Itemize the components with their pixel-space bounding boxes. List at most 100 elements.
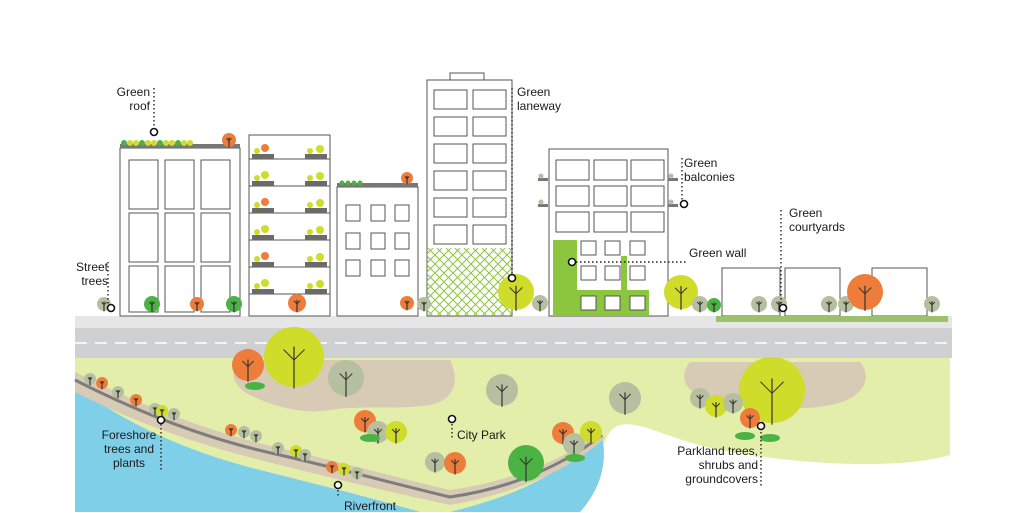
balcony-planter [538, 204, 548, 207]
tree-branch [825, 301, 830, 306]
window [630, 159, 665, 181]
planter-box [305, 262, 327, 267]
tree [130, 394, 142, 407]
tree-branch [562, 429, 568, 435]
tree-branch [674, 287, 682, 295]
plant [668, 199, 674, 205]
roof-base [337, 183, 418, 187]
roof-plant [151, 140, 157, 146]
window [433, 170, 468, 191]
window [370, 259, 386, 277]
tree-branch [391, 428, 397, 434]
window [472, 224, 507, 245]
planter-box [305, 289, 327, 294]
window [433, 197, 468, 218]
tree-branch [699, 301, 704, 306]
tree-branch [450, 459, 456, 465]
window [472, 143, 507, 164]
window [433, 224, 468, 245]
planter-box [252, 262, 274, 267]
courtyard-building-1 [721, 267, 781, 317]
tree-branch [173, 412, 177, 415]
plant [261, 144, 269, 152]
window [370, 232, 386, 250]
tree-branch [230, 428, 234, 431]
tree [508, 445, 544, 482]
window [472, 89, 507, 110]
tree-branch [101, 381, 105, 384]
window [555, 159, 590, 181]
plant [254, 229, 260, 235]
label-line: shrubs and [698, 458, 758, 472]
tree [692, 296, 708, 313]
window [555, 211, 590, 233]
tree [690, 388, 710, 409]
plant [668, 173, 674, 179]
tree-branch [345, 373, 353, 381]
window [472, 116, 507, 137]
tree-branch [619, 393, 626, 400]
roof-plant [169, 140, 175, 146]
tree [609, 382, 641, 415]
tree-branch [771, 381, 784, 394]
tree-branch [496, 385, 503, 392]
planter-box [305, 154, 327, 159]
tree [225, 424, 237, 437]
roof-plant [357, 180, 363, 186]
tree-branch [295, 449, 299, 452]
tree-branch [196, 301, 200, 306]
tree-branch [151, 301, 156, 306]
label-marker [679, 199, 689, 209]
tree-branch [89, 377, 93, 380]
plant [261, 198, 269, 206]
tree [288, 294, 306, 313]
tree-branch [331, 465, 335, 468]
label-foreshore: Foreshore trees and plants [96, 428, 162, 470]
green-laneway-lattice [427, 248, 512, 316]
label-line: trees [81, 274, 108, 288]
label-green-roof: Green roof [100, 85, 150, 113]
tree-branch [699, 395, 704, 400]
window [345, 232, 361, 250]
plant [254, 202, 260, 208]
label-line: Green [116, 85, 150, 99]
tree-branch [117, 390, 121, 393]
tree [924, 296, 940, 313]
roof-plant [175, 140, 181, 146]
label-line: roof [129, 99, 150, 113]
plant [307, 148, 313, 154]
plant [254, 148, 260, 154]
window [472, 197, 507, 218]
shrub [360, 434, 380, 442]
label-line: Street [75, 260, 108, 274]
roof-plant [163, 140, 169, 146]
label-marker [156, 415, 166, 425]
plant [307, 202, 313, 208]
roof-plant [121, 140, 127, 146]
courtyard-lawn [716, 316, 948, 322]
tree-branch [711, 402, 717, 408]
roof-plant [181, 140, 187, 146]
window [472, 170, 507, 191]
tree-branch [293, 349, 305, 361]
balcony-planter [668, 204, 678, 207]
tree [328, 360, 364, 397]
tree-branch [154, 407, 158, 410]
roof-plant [351, 180, 357, 186]
roof-plant [127, 140, 133, 146]
tree-branch [135, 398, 139, 401]
tree [226, 296, 242, 313]
window [345, 204, 361, 222]
tree-branch [845, 301, 850, 306]
tree-branch [226, 137, 230, 142]
plant [316, 253, 324, 261]
window [593, 185, 628, 207]
roof-plant [133, 140, 139, 146]
plant [307, 256, 313, 262]
tree-branch [536, 300, 541, 305]
tree-branch [828, 301, 833, 306]
roof-plant [345, 180, 351, 186]
shrub [245, 382, 265, 390]
label-green-laneway: Green laneway [517, 85, 561, 113]
